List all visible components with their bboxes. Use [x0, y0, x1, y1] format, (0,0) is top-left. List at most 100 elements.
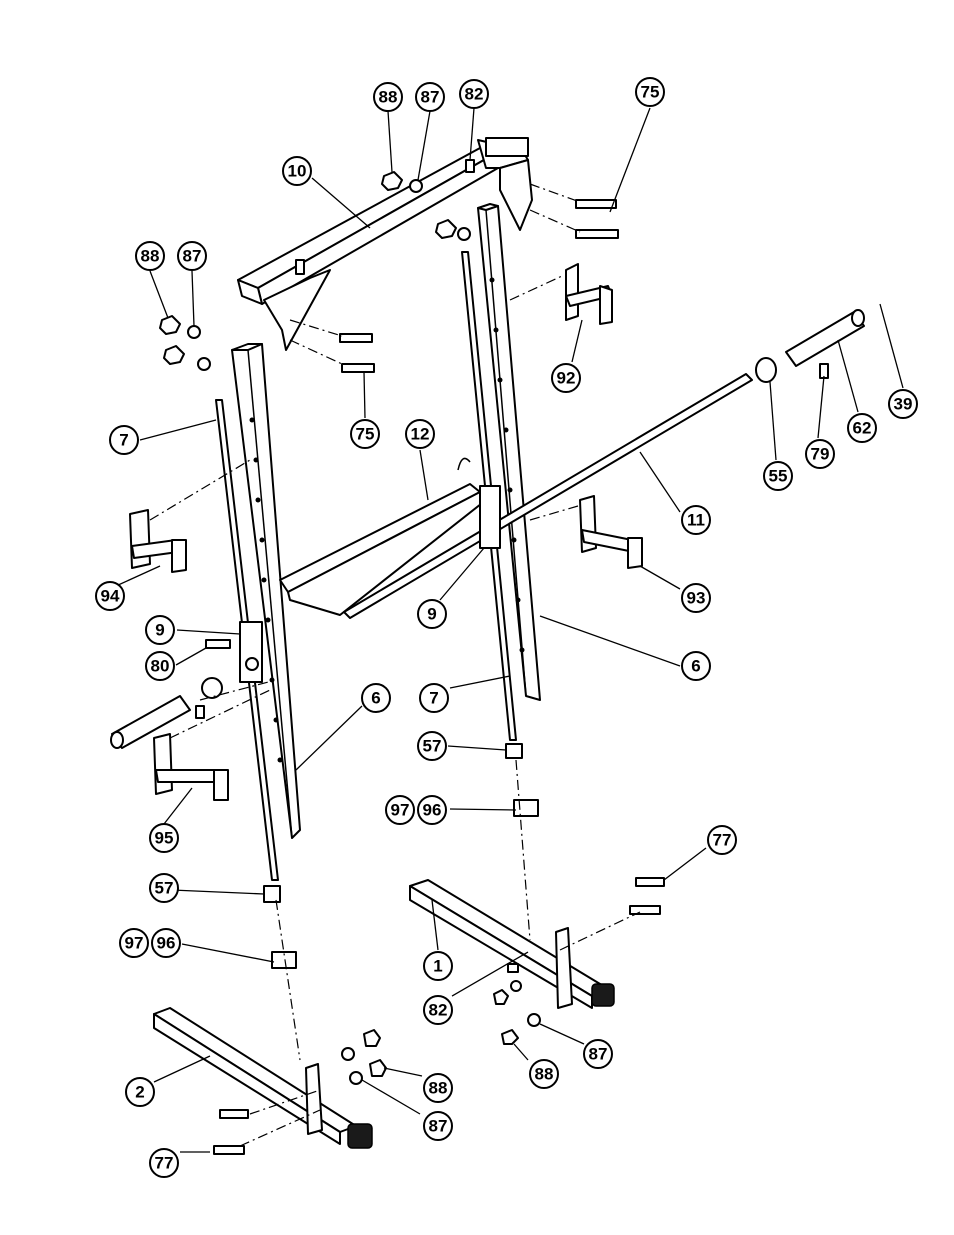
svg-text:9: 9 [155, 621, 164, 640]
callout-95: 95 [149, 823, 179, 853]
right-carriage-9 [479, 485, 501, 549]
svg-text:7: 7 [119, 431, 128, 450]
callout-88: 88 [135, 241, 165, 271]
right-upright [477, 203, 541, 701]
svg-text:97: 97 [391, 801, 410, 820]
svg-text:88: 88 [379, 88, 398, 107]
svg-text:88: 88 [141, 247, 160, 266]
callout-39: 39 [888, 389, 918, 419]
callout-57: 57 [149, 873, 179, 903]
svg-text:94: 94 [101, 587, 120, 606]
svg-text:87: 87 [589, 1045, 608, 1064]
callout-93: 93 [681, 583, 711, 613]
callout-11: 11 [681, 505, 711, 535]
callout-75: 75 [350, 419, 380, 449]
svg-text:87: 87 [421, 88, 440, 107]
svg-text:88: 88 [429, 1079, 448, 1098]
callout-6: 6 [361, 683, 391, 713]
svg-text:92: 92 [557, 369, 576, 388]
bracket-93 [579, 495, 643, 569]
callout-97: 97 [119, 928, 149, 958]
callout-88: 88 [373, 82, 403, 112]
assembly-lines [149, 183, 641, 1147]
svg-text:96: 96 [423, 801, 442, 820]
svg-text:77: 77 [155, 1154, 174, 1173]
left-upright-holes [249, 417, 283, 763]
callout-82: 82 [459, 79, 489, 109]
svg-text:88: 88 [535, 1065, 554, 1084]
svg-text:10: 10 [288, 162, 307, 181]
left-carriage-9 [239, 621, 263, 683]
weight-peg-left [110, 677, 223, 749]
callout-96: 96 [417, 795, 447, 825]
svg-text:82: 82 [465, 85, 484, 104]
callout-88: 88 [529, 1059, 559, 1089]
svg-text:9: 9 [427, 605, 436, 624]
callout-62: 62 [847, 413, 877, 443]
left-upright [231, 343, 301, 839]
svg-text:93: 93 [687, 589, 706, 608]
callout-96: 96 [151, 928, 181, 958]
callout-2: 2 [125, 1077, 155, 1107]
svg-text:96: 96 [157, 934, 176, 953]
callout-12: 12 [405, 419, 435, 449]
svg-text:11: 11 [687, 511, 705, 530]
svg-text:12: 12 [411, 425, 430, 444]
callout-1: 1 [423, 951, 453, 981]
svg-text:77: 77 [713, 831, 732, 850]
svg-text:57: 57 [155, 879, 174, 898]
svg-text:79: 79 [811, 445, 830, 464]
callout-77: 77 [149, 1148, 179, 1178]
svg-text:80: 80 [151, 657, 170, 676]
callout-7: 7 [419, 683, 449, 713]
callout-87: 87 [583, 1039, 613, 1069]
callout-87: 87 [423, 1111, 453, 1141]
svg-text:87: 87 [183, 247, 202, 266]
callout-94: 94 [95, 581, 125, 611]
hardware [159, 159, 829, 1155]
svg-text:95: 95 [155, 829, 174, 848]
svg-text:57: 57 [423, 737, 442, 756]
svg-text:97: 97 [125, 934, 144, 953]
bracket-92 [565, 263, 613, 325]
rod-11 [343, 373, 753, 619]
svg-text:7: 7 [429, 689, 438, 708]
callout-9: 9 [417, 599, 447, 629]
right-upright-holes [489, 277, 525, 653]
leader-lines [115, 107, 904, 1153]
weight-peg-62-right [755, 309, 865, 383]
svg-text:82: 82 [429, 1001, 448, 1020]
callouts: 88 87 82 75 10 88 87 75 92 39 62 79 55 7… [95, 77, 918, 1178]
svg-text:2: 2 [135, 1083, 144, 1102]
callout-88: 88 [423, 1073, 453, 1103]
callout-6: 6 [681, 651, 711, 681]
svg-text:1: 1 [433, 957, 442, 976]
svg-text:39: 39 [894, 395, 913, 414]
callout-97: 97 [385, 795, 415, 825]
callout-75: 75 [635, 77, 665, 107]
bracket-95 [153, 733, 229, 801]
bracket-94 [129, 509, 187, 573]
callout-87: 87 [415, 82, 445, 112]
top-crossmember [237, 137, 533, 351]
svg-text:75: 75 [641, 83, 660, 102]
base-leg-1 [409, 879, 615, 1009]
svg-text:62: 62 [853, 419, 872, 438]
base-leg-2 [153, 1007, 373, 1149]
callout-92: 92 [551, 363, 581, 393]
svg-text:6: 6 [371, 689, 380, 708]
callout-7: 7 [109, 425, 139, 455]
callout-57: 57 [417, 731, 447, 761]
callout-87: 87 [177, 241, 207, 271]
callout-77: 77 [707, 825, 737, 855]
svg-text:87: 87 [429, 1117, 448, 1136]
svg-text:6: 6 [691, 657, 700, 676]
callout-10: 10 [282, 156, 312, 186]
callout-9: 9 [145, 615, 175, 645]
callout-80: 80 [145, 651, 175, 681]
callout-82: 82 [423, 995, 453, 1025]
svg-text:55: 55 [769, 467, 788, 486]
svg-text:75: 75 [356, 425, 375, 444]
callout-79: 79 [805, 439, 835, 469]
